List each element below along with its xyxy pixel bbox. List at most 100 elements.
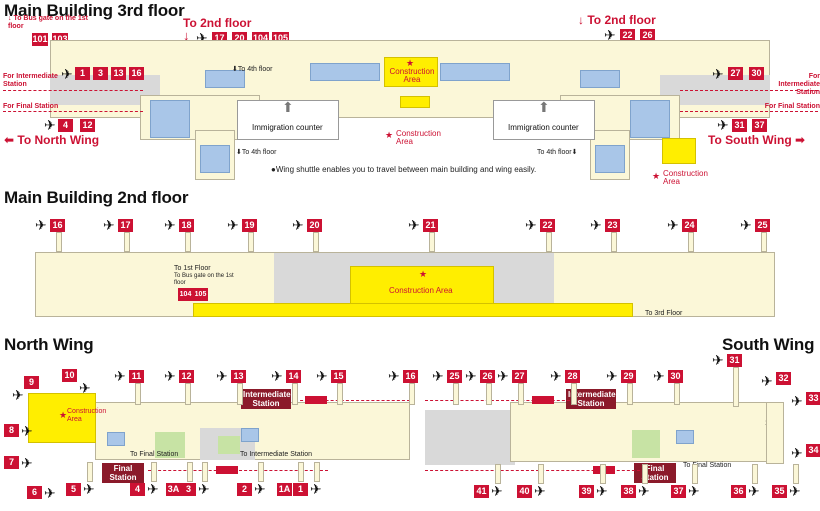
gate-26[interactable]: 26 [480, 370, 495, 383]
gate-101[interactable]: 101 [32, 33, 48, 46]
gate-16[interactable]: 16 [403, 370, 418, 383]
gate-40[interactable]: 40 [517, 485, 532, 498]
to-4th-floor-label-3[interactable]: To 4th floor⬇ [537, 149, 578, 157]
gate-1A[interactable]: 1A [277, 483, 292, 496]
gate-2[interactable]: 2 [237, 483, 252, 496]
gate-31[interactable]: 31 [727, 354, 742, 367]
construction-area-north: ★ Construction Area [28, 393, 107, 443]
gate-16[interactable]: 16 [129, 67, 144, 80]
counter-block [241, 428, 259, 442]
boarding-bridge [611, 232, 617, 252]
gate-37[interactable]: 37 [671, 485, 686, 498]
plane-icon: ✈ [35, 217, 47, 233]
counter-block [107, 432, 125, 446]
gate-5[interactable]: 5 [66, 483, 81, 496]
south-intermediate-station[interactable]: Intermediate Station [566, 389, 616, 409]
gate-4[interactable]: 4 [130, 483, 145, 496]
gate-28[interactable]: 28 [565, 370, 580, 383]
boarding-bridge [151, 462, 157, 482]
gate-104-2f[interactable]: 104 [178, 288, 193, 301]
gate-33[interactable]: 33 [806, 392, 820, 405]
gate-15[interactable]: 15 [331, 370, 346, 383]
gate-13[interactable]: 13 [111, 67, 126, 80]
boarding-bridge [313, 232, 319, 252]
gate-1[interactable]: 1 [75, 67, 90, 80]
shuttle-line [680, 111, 818, 112]
shuttle-line [425, 400, 575, 401]
construction-label-north: Construction Area [67, 408, 107, 423]
gate-32[interactable]: 32 [776, 372, 791, 385]
gate-35[interactable]: 35 [772, 485, 787, 498]
plane-icon: ✈ [789, 483, 801, 499]
gate-31[interactable]: 31 [732, 119, 747, 132]
gate-6[interactable]: 6 [27, 486, 42, 499]
gate-11[interactable]: 11 [129, 370, 144, 383]
south-final-station[interactable]: Final Station [634, 463, 676, 483]
to-2nd-floor-right[interactable]: ↓ To 2nd floor [578, 13, 656, 27]
to-north-wing-link[interactable]: ⬅ To North Wing [4, 133, 99, 147]
gate-10[interactable]: 10 [62, 369, 77, 382]
gate-105-2f[interactable]: 105 [193, 288, 208, 301]
gate-22[interactable]: 22 [620, 29, 635, 42]
plane-icon: ✈ [606, 368, 618, 384]
counter-block [200, 145, 230, 173]
star-icon: ★ [385, 130, 394, 140]
gate-27[interactable]: 27 [728, 67, 743, 80]
plane-icon: ✈ [688, 483, 700, 499]
to-4th-floor-label-1[interactable]: ⬇To 4th floor [232, 66, 273, 74]
plane-icon: ✈ [465, 368, 477, 384]
gate-20[interactable]: 20 [307, 219, 322, 232]
gate-18[interactable]: 18 [179, 219, 194, 232]
boarding-bridge [56, 232, 62, 252]
north-intermediate-station[interactable]: Intermediate Station [241, 389, 291, 409]
down-arrow-icon: ⬇ [236, 149, 242, 156]
gate-21[interactable]: 21 [423, 219, 438, 232]
gate-25[interactable]: 25 [755, 219, 770, 232]
gate-1[interactable]: 1 [293, 483, 308, 496]
gate-8[interactable]: 8 [4, 424, 19, 437]
plane-icon: ✈ [61, 66, 73, 82]
plane-icon: ✈ [596, 483, 608, 499]
gate-36[interactable]: 36 [731, 485, 746, 498]
to-4th-floor-label-2[interactable]: ⬇To 4th floor [236, 149, 277, 157]
gate-17[interactable]: 17 [118, 219, 133, 232]
gate-30[interactable]: 30 [668, 370, 683, 383]
plane-icon: ✈ [21, 423, 33, 439]
immigration-label-right: Immigration counter [508, 123, 579, 132]
gate-13[interactable]: 13 [231, 370, 246, 383]
gate-39[interactable]: 39 [579, 485, 594, 498]
gate-3A[interactable]: 3A [166, 483, 181, 496]
gate-12[interactable]: 12 [80, 119, 95, 132]
to-south-wing-link[interactable]: To South Wing ➡ [708, 133, 805, 147]
north-final-station[interactable]: Final Station [102, 463, 144, 483]
gate-29[interactable]: 29 [621, 370, 636, 383]
gate-3[interactable]: 3 [181, 483, 196, 496]
gate-3[interactable]: 3 [93, 67, 108, 80]
counter-block [630, 100, 670, 138]
gate-12[interactable]: 12 [179, 370, 194, 383]
gate-7[interactable]: 7 [4, 456, 19, 469]
to-1st-floor-label[interactable]: To 1st Floor [174, 265, 211, 272]
gate-22[interactable]: 22 [540, 219, 555, 232]
gate-19[interactable]: 19 [242, 219, 257, 232]
gate-14[interactable]: 14 [286, 370, 301, 383]
gate-30[interactable]: 30 [749, 67, 764, 80]
plane-icon: ✈ [638, 483, 650, 499]
gate-38[interactable]: 38 [621, 485, 636, 498]
gate-34[interactable]: 34 [806, 444, 820, 457]
to-3rd-floor-label[interactable]: To 3rd Floor [645, 310, 683, 317]
gate-23[interactable]: 23 [605, 219, 620, 232]
to-final-station-north: To Final Station [130, 451, 179, 458]
plane-icon: ✈ [164, 368, 176, 384]
to-2nd-floor-left[interactable]: To 2nd floor [183, 16, 251, 30]
gate-9[interactable]: 9 [24, 376, 39, 389]
gate-37[interactable]: 37 [752, 119, 767, 132]
gate-41[interactable]: 41 [474, 485, 489, 498]
gate-26[interactable]: 26 [640, 29, 655, 42]
gate-27[interactable]: 27 [512, 370, 527, 383]
gate-4[interactable]: 4 [58, 119, 73, 132]
gate-24[interactable]: 24 [682, 219, 697, 232]
gate-16[interactable]: 16 [50, 219, 65, 232]
gate-25[interactable]: 25 [447, 370, 462, 383]
down-arrow-icon: ⬇ [571, 149, 578, 156]
